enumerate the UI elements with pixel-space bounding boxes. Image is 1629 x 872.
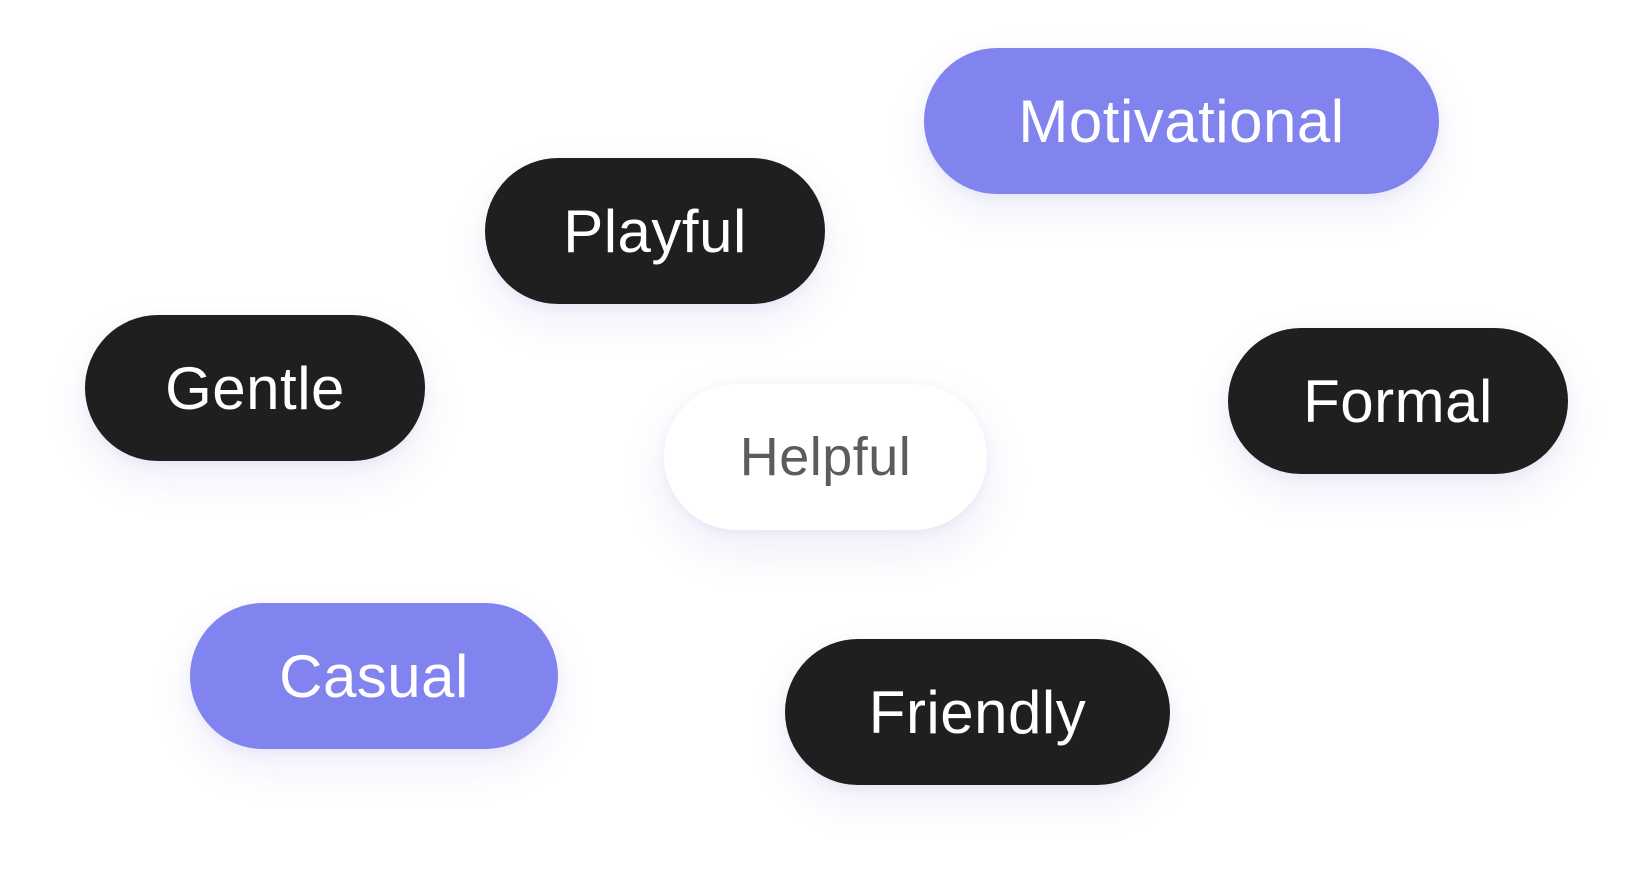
tone-chip-playful[interactable]: Playful xyxy=(485,158,825,304)
tone-chip-motivational[interactable]: Motivational xyxy=(924,48,1439,194)
tone-chip-label: Friendly xyxy=(868,678,1087,746)
tone-chip-formal[interactable]: Formal xyxy=(1228,328,1568,474)
tone-chip-label: Helpful xyxy=(739,427,912,487)
tone-chip-label: Casual xyxy=(279,642,469,710)
tone-chip-label: Formal xyxy=(1303,367,1493,435)
tone-chip-label: Playful xyxy=(563,197,747,265)
tone-chip-gentle[interactable]: Gentle xyxy=(85,315,425,461)
tone-chip-casual[interactable]: Casual xyxy=(190,603,558,749)
tone-chip-helpful[interactable]: Helpful xyxy=(664,384,987,530)
tone-chip-friendly[interactable]: Friendly xyxy=(785,639,1170,785)
tone-chip-label: Motivational xyxy=(1018,87,1345,155)
tone-chip-label: Gentle xyxy=(165,354,345,422)
